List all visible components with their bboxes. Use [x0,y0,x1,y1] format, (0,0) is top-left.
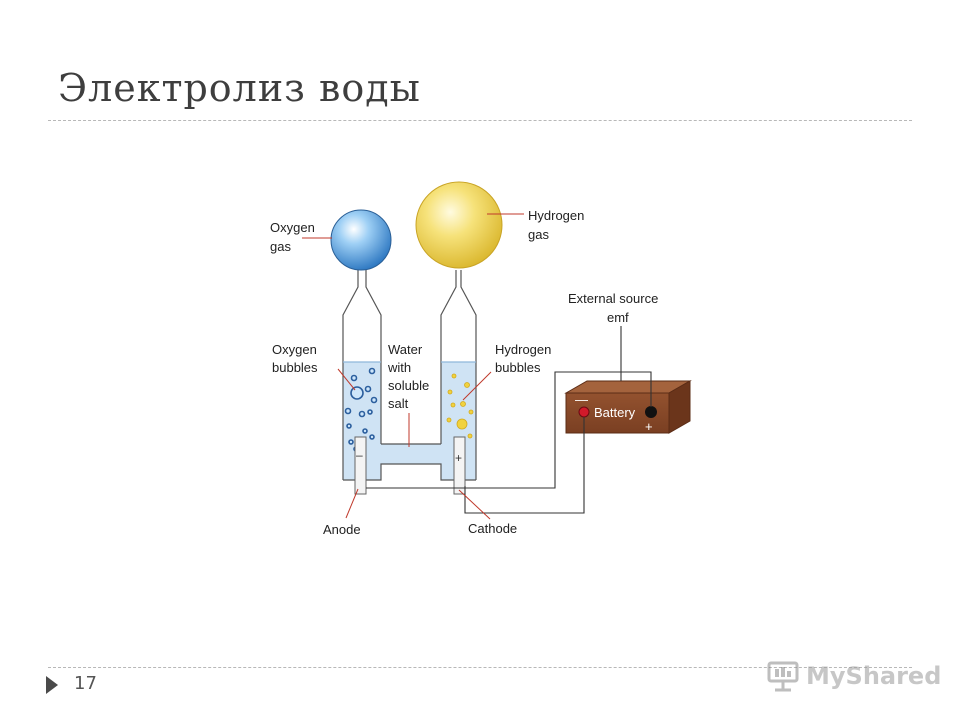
cathode-plus-sign: + [455,451,462,465]
presentation-board-icon [767,661,799,692]
battery-negative-terminal [578,406,590,418]
label-pointers [302,213,524,520]
cathode-electrode [453,436,466,495]
oxygen-bubbles-label-line2: bubbles [272,360,318,375]
oxygen-gas-label-line1: Oxygen [270,220,315,235]
water-label-line3: soluble [388,378,429,393]
slide-title: Электролиз воды [58,66,421,110]
battery-minus-sign: — [575,392,588,407]
oxygen-bubbles-label-line1: Oxygen [272,342,317,357]
oxygen-gas-sphere [330,209,392,271]
title-divider [48,120,912,121]
hydrogen-bubbles-label-line2: bubbles [495,360,541,375]
circuit-wires [366,326,652,514]
battery-plus-sign: + [645,419,653,434]
oxygen-gas-label-line2: gas [270,239,291,254]
battery: Battery — + [564,380,692,434]
battery-label: Battery [594,405,636,420]
battery-positive-terminal [645,406,657,418]
anode-electrode [354,436,367,495]
cathode-label: Cathode [468,521,517,536]
anode-label: Anode [323,522,361,537]
water-label-line1: Water [388,342,423,357]
hydrogen-gas-label-line1: Hydrogen [528,208,584,223]
water-fill [343,362,476,480]
external-source-label-line2: emf [607,310,629,325]
hydrogen-gas-sphere [415,181,503,269]
u-tube [342,270,477,481]
external-source-label-line1: External source [568,291,658,306]
hydrogen-gas-label-line2: gas [528,227,549,242]
page-number: 17 [74,673,97,694]
watermark: MyShared [766,656,941,696]
anode-minus-sign: – [356,448,363,462]
hydrogen-bubbles-label-line1: Hydrogen [495,342,551,357]
water-label-line2: with [387,360,411,375]
oxygen-bubbles [344,367,378,452]
footer-arrow-icon [46,676,58,694]
footer-divider [48,667,912,668]
water-label-line4: salt [388,396,409,411]
watermark-text: MyShared [806,662,942,690]
